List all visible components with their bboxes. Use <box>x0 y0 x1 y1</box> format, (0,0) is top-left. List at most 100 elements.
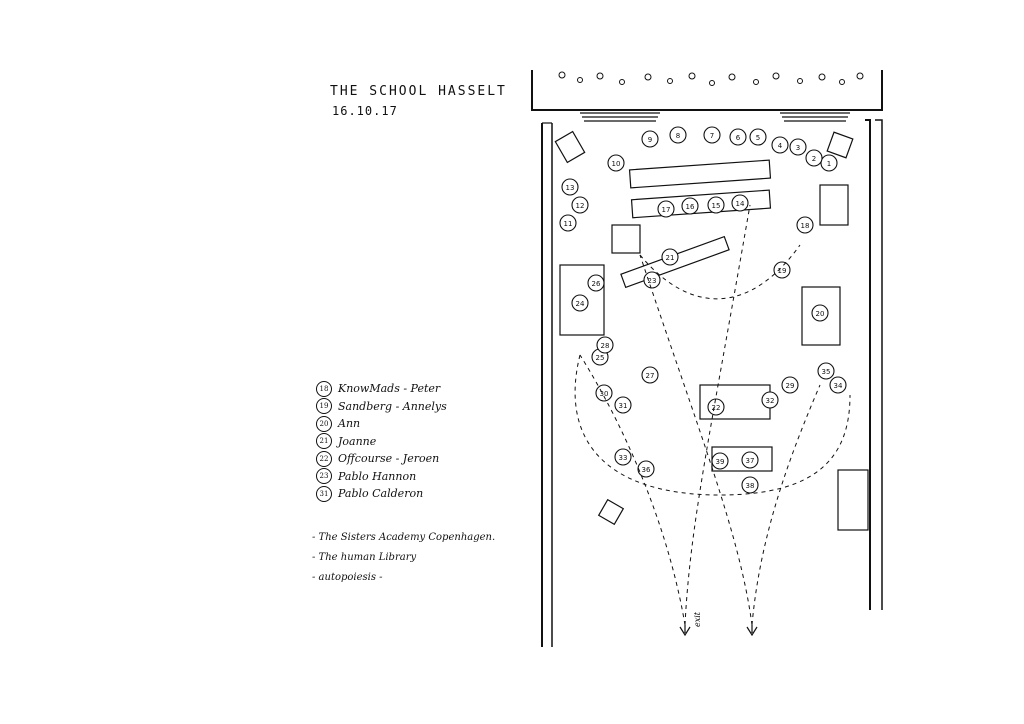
seat-circle <box>559 214 577 232</box>
seat-circle <box>729 128 747 146</box>
table-long-1 <box>628 159 772 189</box>
seat-number: 7 <box>710 132 714 140</box>
exit-label: exit <box>693 611 702 627</box>
central-tables <box>554 130 869 531</box>
seat-number: 3 <box>796 144 800 152</box>
legend-label: Offcourse - Jeroen <box>338 452 440 466</box>
table-left-block <box>559 264 605 336</box>
seat-number: 2 <box>812 155 816 163</box>
path-center <box>684 204 751 626</box>
seat-number: 30 <box>600 390 609 398</box>
seat-circle <box>711 452 729 470</box>
legend-label: Joanne <box>338 434 377 448</box>
table-right-upper <box>819 184 849 226</box>
legend-item: 18 KnowMads - Peter <box>316 380 447 398</box>
seat-circle <box>641 366 659 384</box>
note-item: - The Sisters Academy Copenhagen. <box>312 531 496 543</box>
seat-circle <box>637 460 655 478</box>
seat-number: 16 <box>686 203 695 211</box>
path-upper-loop <box>639 244 801 300</box>
seat-number: 9 <box>648 136 652 144</box>
shrubs <box>558 71 864 86</box>
seat-circle <box>707 398 725 416</box>
seat-circle <box>741 476 759 494</box>
seat-number: 33 <box>619 454 628 462</box>
room-walls <box>531 70 883 647</box>
seat-number: 13 <box>566 184 575 192</box>
seat-circle <box>796 216 814 234</box>
seat-number: 12 <box>576 202 585 210</box>
seat-circle <box>773 261 791 279</box>
note-item: - The human Library <box>312 551 417 563</box>
legend-label: Ann <box>338 417 361 431</box>
seat-circle <box>607 154 625 172</box>
chair-top-right <box>826 131 854 159</box>
seat-circle <box>571 196 589 214</box>
table-square <box>611 224 641 254</box>
seat-circle <box>811 304 829 322</box>
seat-number: 17 <box>662 206 671 214</box>
seat-circle <box>571 294 589 312</box>
wall-top-facade <box>531 70 883 111</box>
seat-number: 32 <box>766 397 775 405</box>
seat-number: 39 <box>716 458 725 466</box>
seat-circle <box>657 200 675 218</box>
seat-circle <box>614 448 632 466</box>
seat-circle <box>587 274 605 292</box>
legend-label: Pablo Calderon <box>338 487 424 501</box>
seat-number: 18 <box>801 222 810 230</box>
seat-circle <box>771 136 789 154</box>
seat-number: 27 <box>646 372 655 380</box>
seat-circle <box>669 126 687 144</box>
legend-number: 18 <box>316 380 332 397</box>
seat-circle <box>781 376 799 394</box>
seat-number: 38 <box>746 482 755 490</box>
exit-arrows <box>679 625 758 637</box>
floor-plan: 1234567891011121314151617181920212223242… <box>531 70 883 647</box>
path-left <box>579 354 686 626</box>
arrow-exit-right <box>746 625 758 637</box>
note-item: - autopoiesis - <box>312 571 383 583</box>
seat-circle <box>614 396 632 414</box>
legend-item: 31 Pablo Calderon <box>316 485 447 503</box>
seat-number: 36 <box>642 466 651 474</box>
legend-label: KnowMads - Peter <box>338 382 441 396</box>
seat-circle <box>561 178 579 196</box>
legend-number: 31 <box>316 485 332 502</box>
legend-number: 19 <box>316 398 332 415</box>
seat-circle <box>761 391 779 409</box>
seat-circle <box>641 130 659 148</box>
path-center-2 <box>639 254 753 626</box>
seat-circle <box>817 362 835 380</box>
seat-number: 19 <box>778 267 787 275</box>
seat-number: 26 <box>592 280 601 288</box>
seat-number: 37 <box>746 457 755 465</box>
wall-right-inner <box>875 119 883 610</box>
seat-number: 14 <box>736 200 745 208</box>
seat-number: 24 <box>576 300 585 308</box>
seat-number: 6 <box>736 134 741 142</box>
path-loop <box>574 354 851 496</box>
seat-number: 31 <box>619 402 628 410</box>
seat-circle <box>681 197 699 215</box>
seat-circle <box>703 126 721 144</box>
table-right-block <box>801 286 841 346</box>
sheet-title: THE SCHOOL HASSELT <box>330 84 507 99</box>
seat-circle <box>749 128 767 146</box>
seat-number: 20 <box>816 310 825 318</box>
wall-right <box>865 119 871 610</box>
seat-number: 1 <box>827 160 831 168</box>
legend-number: 23 <box>316 468 332 485</box>
seat-number: 4 <box>778 142 783 150</box>
seat-number: 11 <box>564 220 573 228</box>
seat-number: 5 <box>756 134 760 142</box>
chair-top-left <box>554 130 586 164</box>
seat-number: 22 <box>712 404 721 412</box>
